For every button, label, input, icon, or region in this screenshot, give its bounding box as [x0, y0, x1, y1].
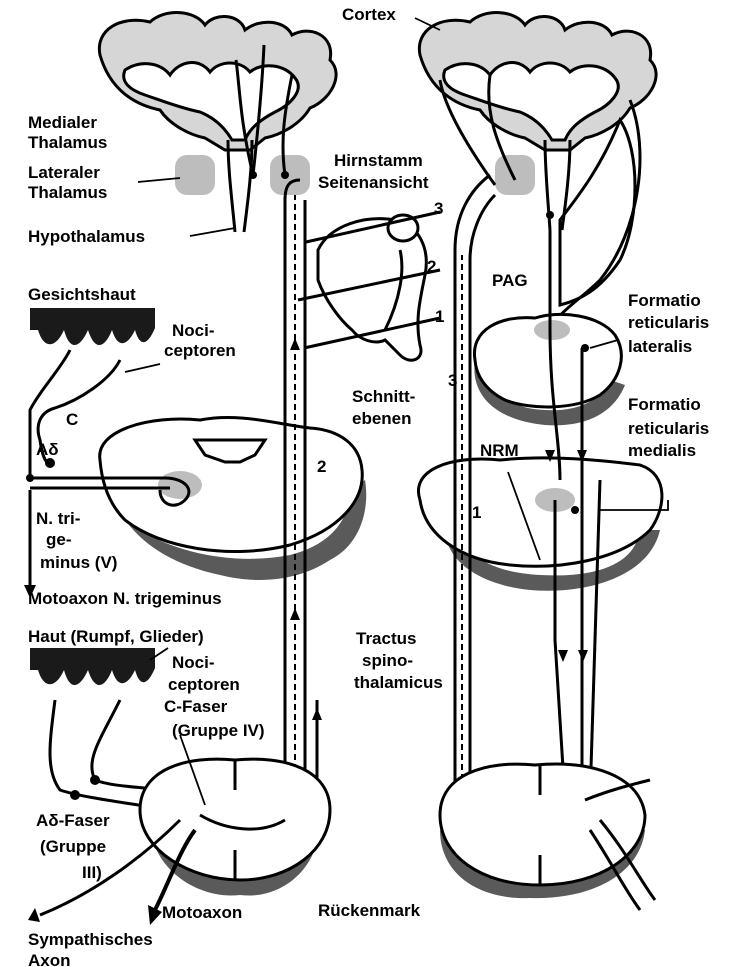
label-level-2: 2	[317, 457, 326, 476]
label-formatio-lateralis-3: lateralis	[628, 337, 692, 356]
label-n-trigeminus: N. tri-	[36, 509, 80, 528]
trigeminal-nucleus	[158, 471, 202, 499]
label-formatio-medialis-2: reticularis	[628, 419, 709, 438]
label-nociceptoren-top: Noci-	[172, 321, 215, 340]
label-seitenansicht: Seitenansicht	[318, 173, 429, 192]
label-n-trigeminus-3: minus (V)	[40, 553, 117, 572]
label-motoaxon-trigeminus: Motoaxon N. trigeminus	[28, 589, 222, 608]
label-lateraler-thalamus: Lateraler	[28, 163, 100, 182]
label-medialer-thalamus-2: Thalamus	[28, 133, 107, 152]
label-medialer-thalamus: Medialer	[28, 113, 97, 132]
label-hirnstamm: Hirnstamm	[334, 151, 423, 170]
label-section-3: 3	[434, 199, 443, 218]
label-cortex: Cortex	[342, 5, 396, 24]
label-axon: Axon	[28, 951, 71, 967]
label-formatio-medialis-3: medialis	[628, 441, 696, 460]
right-upper-dot	[546, 211, 554, 219]
left-brain	[99, 13, 336, 232]
label-nociceptoren-bottom: Noci-	[172, 653, 215, 672]
label-rueckenmark: Rückenmark	[318, 901, 421, 920]
hypothalamus-leader	[190, 228, 235, 236]
label-nociceptoren-bottom-2: ceptoren	[168, 675, 240, 694]
ganglion-cell-face	[45, 458, 55, 468]
label-level-3: 3	[448, 371, 457, 390]
label-level-1: 1	[472, 503, 481, 522]
label-formatio-lateralis-2: reticularis	[628, 313, 709, 332]
label-c-faser: C-Faser	[164, 697, 228, 716]
left-lateral-thalamus-area	[175, 155, 215, 195]
label-c-faser-2: (Gruppe IV)	[172, 721, 265, 740]
formatio-medialis-dot	[571, 506, 579, 514]
ganglion-cell-face-2	[26, 474, 34, 482]
label-a-delta-faser: Aδ-Faser	[36, 811, 110, 830]
lat-thalamus-leader	[138, 178, 180, 182]
label-n-trigeminus-2: ge-	[46, 530, 72, 549]
nociceptor-face-leader	[125, 364, 160, 372]
tract-arrow-2	[290, 608, 300, 620]
brainstem-side-view	[298, 212, 440, 360]
label-c: C	[66, 410, 78, 429]
tract-arrow-1	[290, 338, 300, 350]
pag-area	[534, 320, 570, 340]
label-gesichtshaut: Gesichtshaut	[28, 285, 136, 304]
label-a-delta-faser-3: III)	[82, 863, 102, 882]
right-spinal-cord	[440, 764, 655, 910]
label-section-2: 2	[427, 257, 436, 276]
label-a-delta: Aδ	[36, 440, 59, 459]
right-thalamus-area-a	[495, 155, 535, 195]
label-lateraler-thalamus-2: Thalamus	[28, 183, 107, 202]
label-schnittebenen-2: ebenen	[352, 409, 412, 428]
facial-skin-texture	[30, 308, 155, 345]
desc-arrow-3	[558, 650, 568, 662]
sympathetic-arrowhead	[28, 908, 40, 922]
label-haut: Haut (Rumpf, Glieder)	[28, 627, 204, 646]
label-section-1: 1	[435, 307, 444, 326]
label-formatio-lateralis: Formatio	[628, 291, 701, 310]
ganglion-cell-c	[90, 775, 100, 785]
desc-arrow-4	[578, 650, 588, 662]
label-schnittebenen: Schnitt-	[352, 387, 415, 406]
label-tractus: Tractus	[356, 629, 416, 648]
label-nociceptoren-top-2: ceptoren	[164, 341, 236, 360]
body-skin-texture	[30, 648, 155, 685]
label-thalamicus: thalamicus	[354, 673, 443, 692]
label-a-delta-faser-2: (Gruppe	[40, 837, 106, 856]
label-spino: spino-	[362, 651, 413, 670]
label-nrm: NRM	[480, 441, 519, 460]
label-sympathisches: Sympathisches	[28, 930, 153, 949]
label-formatio-medialis: Formatio	[628, 395, 701, 414]
ganglion-cell-adelta	[70, 790, 80, 800]
label-motoaxon: Motoaxon	[162, 903, 242, 922]
right-lateral-thalamus-area	[270, 155, 310, 195]
label-hypothalamus: Hypothalamus	[28, 227, 145, 246]
label-pag: PAG	[492, 271, 528, 290]
